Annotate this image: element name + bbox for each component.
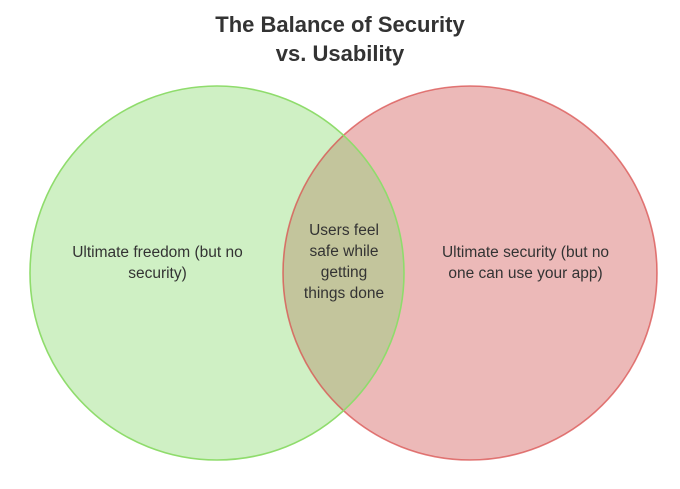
security-circle-outline	[282, 85, 658, 461]
diagram-title: The Balance of Security vs. Usability	[0, 10, 680, 68]
usability-label: Ultimate freedom (but no security)	[72, 244, 243, 282]
title-line-2: vs. Usability	[275, 41, 405, 66]
usability-circle-outline	[29, 85, 405, 461]
overlap-region	[283, 86, 404, 460]
security-label: Ultimate security (but no one can use yo…	[441, 244, 610, 282]
title-line-1: The Balance of Security	[215, 12, 465, 37]
overlap-label: Users feel safe while getting things don…	[303, 222, 385, 302]
